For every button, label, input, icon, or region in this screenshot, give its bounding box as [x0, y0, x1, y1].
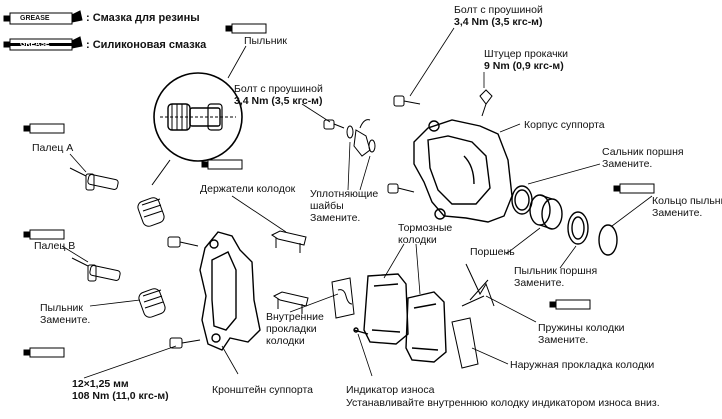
grease-tubes [3, 10, 655, 358]
label-bleeder-name: Штуцер прокачки [484, 48, 569, 60]
label-inner-shims-name: Внутренние [266, 311, 324, 323]
pin-b-boot [138, 288, 166, 318]
label-pin-b: Палец B [34, 240, 76, 252]
label-pad-retainers: Держатели колодок [200, 183, 296, 195]
pin-b [71, 257, 121, 282]
piston-seal [511, 185, 533, 215]
caliper-body [413, 119, 513, 223]
label-bracket-bolt: 12×1,25 мм 108 Nm (11,0 кгс-м) [72, 378, 169, 402]
label-pin-boot-name: Пыльник [40, 302, 83, 314]
label-wear-indicator: Индикатор износа [346, 384, 435, 396]
grease-tube-ring [613, 183, 655, 194]
label-boot-top: Пыльник [244, 35, 287, 47]
label-piston-seal-name: Сальник поршня [602, 146, 684, 158]
label-bracket-bolt-size: 12×1,25 мм [72, 378, 129, 390]
label-caliper-body: Корпус суппорта [524, 119, 605, 131]
label-banjo-bolt-top-torque: 3,4 Nm (3,5 кгс-м) [454, 16, 543, 28]
grease-tube-retainers [201, 159, 243, 170]
label-boot-ring-name: Кольцо пыльника [652, 195, 722, 207]
label-inner-shims: Внутренние прокладки колодки [266, 311, 324, 347]
label-banjo-bolt-mid-name: Болт с проушиной [234, 83, 323, 95]
outer-pad [405, 291, 447, 363]
boot-zoom-detail [151, 72, 243, 186]
label-boot-ring: Кольцо пыльника Замените. [652, 195, 722, 219]
label-piston-seal: Сальник поршня Замените. [602, 146, 684, 170]
label-pad-springs-name: Пружины колодки [538, 322, 625, 334]
label-pad-springs: Пружины колодки Замените. [538, 322, 625, 346]
pin-a-boot [137, 197, 165, 227]
banjo-bolt-top [393, 95, 421, 107]
grease-tube-legend-silicone [3, 36, 83, 51]
label-banjo-bolt-top: Болт с проушиной 3,4 Nm (3,5 кгс-м) [454, 4, 543, 28]
caliper-bracket [199, 231, 261, 351]
label-bleeder: Штуцер прокачки 9 Nm (0,9 кгс-м) [484, 48, 568, 72]
bracket-bolt-lower [169, 337, 201, 349]
grease-tube-legend-silicone-text: GREASE [20, 41, 50, 48]
label-sealing-washers: Уплотняющие шайбы Замените. [310, 188, 378, 224]
label-piston: Поршень [470, 246, 515, 258]
sealing-washers [346, 125, 376, 153]
label-piston-seal-note: Замените. [602, 158, 653, 170]
label-banjo-bolt-mid-torque: 3,4 Nm (3,5 кгс-м) [234, 95, 323, 107]
grease-tube-boot [225, 23, 267, 34]
label-bleeder-torque: 9 Nm (0,9 кгс-м) [484, 60, 564, 72]
brake-hose-fitting [353, 119, 371, 157]
label-boot-ring-note: Замените. [652, 207, 703, 219]
label-inner-shims-name2: прокладки [266, 323, 317, 335]
legend-silicone-grease: : Силиконовая смазка [86, 39, 207, 51]
grease-tube-boot-left [23, 347, 65, 358]
bracket-bolt-upper [167, 236, 199, 248]
pad-retainers [271, 230, 309, 314]
label-banjo-bolt-mid: Болт с проушиной 3,4 Nm (3,5 кгс-м) [234, 83, 323, 107]
label-brake-pads-name2: колодки [398, 234, 437, 246]
label-pin-boot: Пыльник Замените. [40, 302, 90, 326]
piston-boot [567, 211, 589, 245]
label-sealing-washers-note: Замените. [310, 212, 361, 224]
label-sealing-washers-name2: шайбы [310, 200, 344, 212]
label-piston-boot-name: Пыльник поршня [514, 265, 598, 277]
label-sealing-washers-name: Уплотняющие [310, 188, 379, 200]
grease-tube-pin-a [23, 123, 65, 134]
piston [529, 194, 563, 230]
grease-tube-springs [549, 299, 591, 310]
label-banjo-bolt-top-name: Болт с проушиной [454, 4, 543, 16]
bleeder-screw [479, 89, 493, 117]
label-install-note: Устанавливайте внутреннюю колодку индика… [346, 397, 660, 409]
label-outer-shim: Наружная прокладка колодки [510, 359, 655, 371]
label-pin-a: Палец A [32, 142, 74, 154]
label-brake-pads: Тормозные колодки [398, 222, 452, 246]
boot-ring [598, 224, 618, 256]
label-pin-boot-note: Замените. [40, 314, 91, 326]
label-brake-pads-name: Тормозные [398, 222, 453, 234]
banjo-bolt-mid [323, 119, 345, 130]
label-piston-boot: Пыльник поршня Замените. [514, 265, 597, 289]
inner-shim [331, 277, 355, 319]
grease-tube-legend-rubber-text: GREASE [20, 15, 50, 22]
grease-tube-pin-b [23, 229, 65, 240]
grease-tube-legend-rubber [3, 10, 83, 25]
label-pad-springs-note: Замените. [538, 334, 589, 346]
outer-shim [451, 317, 479, 369]
label-piston-boot-note: Замените. [514, 277, 565, 289]
inner-pad [353, 273, 409, 345]
leader-lines [61, 27, 653, 379]
caliper-pins-small [387, 183, 415, 194]
label-bracket: Кронштейн суппорта [212, 384, 313, 396]
label-bracket-bolt-torque: 108 Nm (11,0 кгс-м) [72, 390, 169, 402]
legend-rubber-grease: : Смазка для резины [86, 12, 200, 24]
label-inner-shims-name3: колодки [266, 335, 305, 347]
pad-springs [461, 263, 495, 307]
pin-a [69, 167, 119, 191]
